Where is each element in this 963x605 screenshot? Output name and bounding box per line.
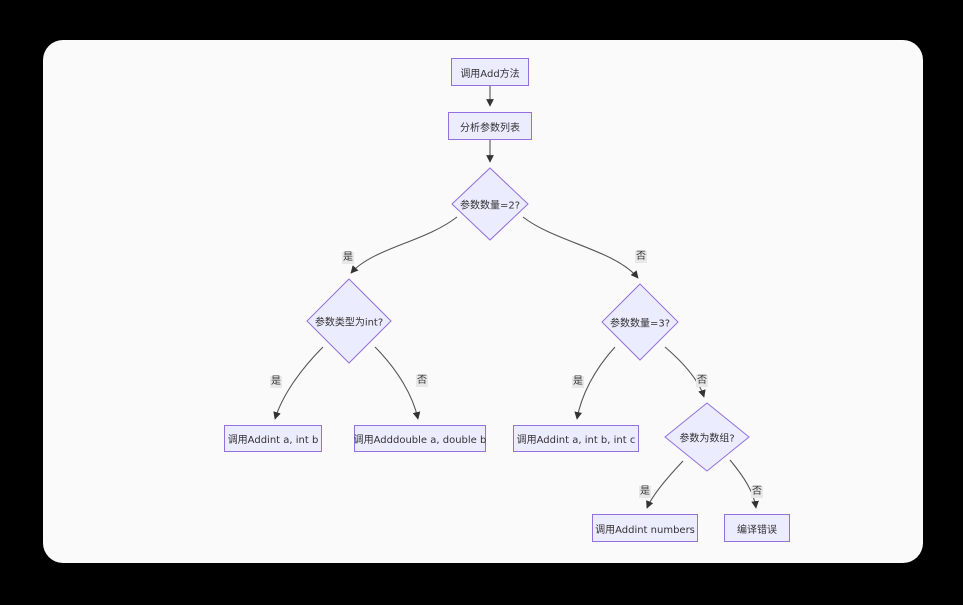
edge-label-typeint-no: 否 xyxy=(416,375,428,387)
decision-isarray-label: 参数为数组? xyxy=(679,433,735,445)
node-add-numbers: 调用Addint numbers xyxy=(592,514,698,542)
edge-count2-typeint xyxy=(350,216,458,274)
edge-label-count3-no: 否 xyxy=(696,375,708,387)
node-add-double: 调用Adddouble a, double b xyxy=(354,425,486,452)
edge-isarray-addnumbers xyxy=(646,460,684,509)
flowchart-diagram: 调用Add方法 分析参数列表 调用Addint a, int b 调用Adddo… xyxy=(43,40,923,563)
edge-label-isarray-yes: 是 xyxy=(639,486,651,498)
edge-count3-addthree xyxy=(574,346,616,420)
flowchart-canvas: 调用Add方法 分析参数列表 调用Addint a, int b 调用Adddo… xyxy=(43,40,923,563)
edge-typeint-addint xyxy=(273,346,324,420)
edge-label-typeint-yes: 是 xyxy=(270,376,282,388)
edge-isarray-compileerror xyxy=(729,459,759,509)
node-add-three: 调用Addint a, int b, int c xyxy=(513,425,639,452)
decision-typeint-label: 参数类型为int? xyxy=(314,317,384,329)
edge-label-count2-no: 否 xyxy=(635,251,647,263)
edge-count3-isarray xyxy=(664,346,706,398)
flowchart-edges-layer xyxy=(273,86,759,509)
decision-count3-shape xyxy=(601,283,679,361)
decision-typeint-shape xyxy=(306,278,392,364)
node-analyze: 分析参数列表 xyxy=(448,112,532,140)
node-compile-error: 编译错误 xyxy=(724,514,790,542)
node-add-int: 调用Addint a, int b xyxy=(224,425,322,452)
node-start: 调用Add方法 xyxy=(451,58,529,86)
decision-isarray-shape xyxy=(664,402,750,472)
edge-typeint-adddouble xyxy=(374,346,421,420)
edge-label-count3-yes: 是 xyxy=(572,376,584,388)
decision-count2-shape xyxy=(451,167,529,241)
edge-label-count2-yes: 是 xyxy=(342,252,354,264)
decision-count3-label: 参数数量=3? xyxy=(609,318,671,330)
edge-count2-count3 xyxy=(522,216,639,279)
decision-count2-label: 参数数量=2? xyxy=(459,200,521,212)
edge-label-isarray-no: 否 xyxy=(751,486,763,498)
